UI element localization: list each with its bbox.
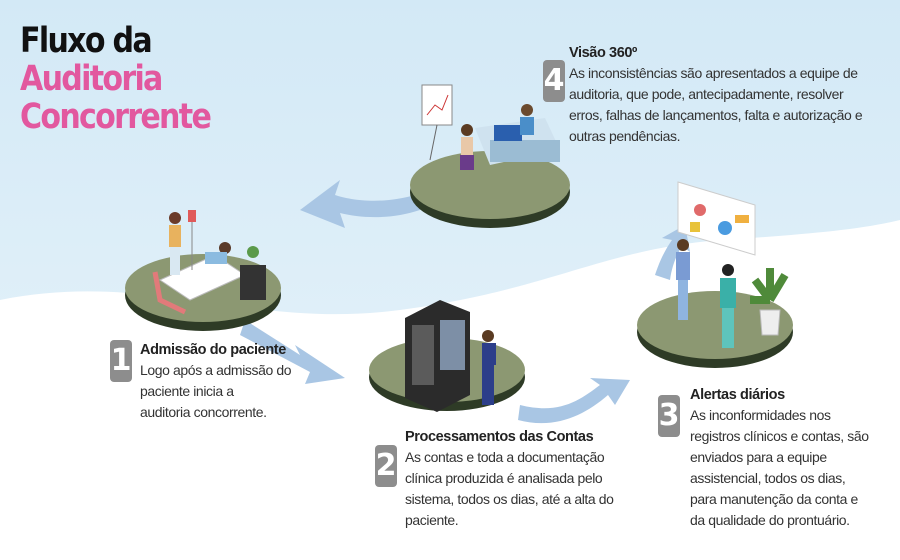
server-illustration	[405, 300, 496, 412]
step-4-line: outras pendências.	[569, 128, 681, 144]
office-illustration	[421, 84, 560, 170]
step-1-badge: 1	[110, 340, 132, 382]
step-4-title: Visão 360º	[569, 45, 637, 61]
dashboard-illustration	[676, 181, 789, 348]
step-1-title: Admissão do paciente	[140, 342, 286, 358]
title-line-1: Fluxo da	[20, 21, 153, 61]
step-1-text: Admissão do paciente Logo após a admissã…	[140, 340, 292, 423]
arrow-3-to-4	[655, 225, 690, 280]
arrow-4-to-1	[300, 180, 420, 228]
step-2-line: As contas e toda a documentação	[405, 449, 605, 465]
arrow-2-to-3	[518, 378, 630, 424]
step-3-line: da qualidade do prontuário.	[690, 512, 850, 528]
step-4-line: As inconsistências são apresentados a eq…	[569, 65, 858, 81]
step-3-line: As inconformidades nos	[690, 407, 831, 423]
step-2-badge: 2	[375, 445, 397, 487]
step-4-text: Visão 360º As inconsistências são aprese…	[569, 43, 863, 147]
title-line-3: Concorrente	[20, 97, 212, 137]
step-2-line: paciente.	[405, 512, 459, 528]
step-2-line: sistema, todos os dias, até a alta do	[405, 491, 614, 507]
step-2-text: Processamentos das Contas As contas e to…	[405, 427, 614, 531]
step-3-title: Alertas diários	[690, 387, 785, 403]
step-3-line: assistencial, todos os dias,	[690, 470, 846, 486]
step-1-line: Logo após a admissão do	[140, 362, 292, 378]
step-4-line: erros, falhas de lançamentos, falta e au…	[569, 107, 863, 123]
hospital-bed-illustration	[152, 210, 266, 315]
step-3-line: para manutenção da conta e	[690, 491, 858, 507]
step-3-line: enviados para a equipe	[690, 449, 827, 465]
step-3-badge: 3	[658, 395, 680, 437]
page-title: Fluxo da Auditoria Concorrente	[20, 21, 212, 137]
step-4-line: auditoria, que pode, antecipadamente, re…	[569, 86, 844, 102]
step-3-line: registros clínicos e contas, são	[690, 428, 869, 444]
step-1-line: auditoria concorrente.	[140, 404, 267, 420]
step-2-title: Processamentos das Contas	[405, 429, 594, 445]
flow-arrows	[240, 180, 690, 424]
step-2-line: clínica produzida é analisada pelo	[405, 470, 603, 486]
arrow-1-to-2	[240, 320, 345, 384]
platform-step-3	[637, 291, 793, 368]
title-line-2: Auditoria	[20, 59, 163, 99]
step-1-line: paciente inicia a	[140, 383, 234, 399]
step-4-badge: 4	[543, 60, 565, 102]
platform-step-4	[410, 151, 570, 228]
step-3-text: Alertas diários As inconformidades nos r…	[690, 385, 869, 531]
